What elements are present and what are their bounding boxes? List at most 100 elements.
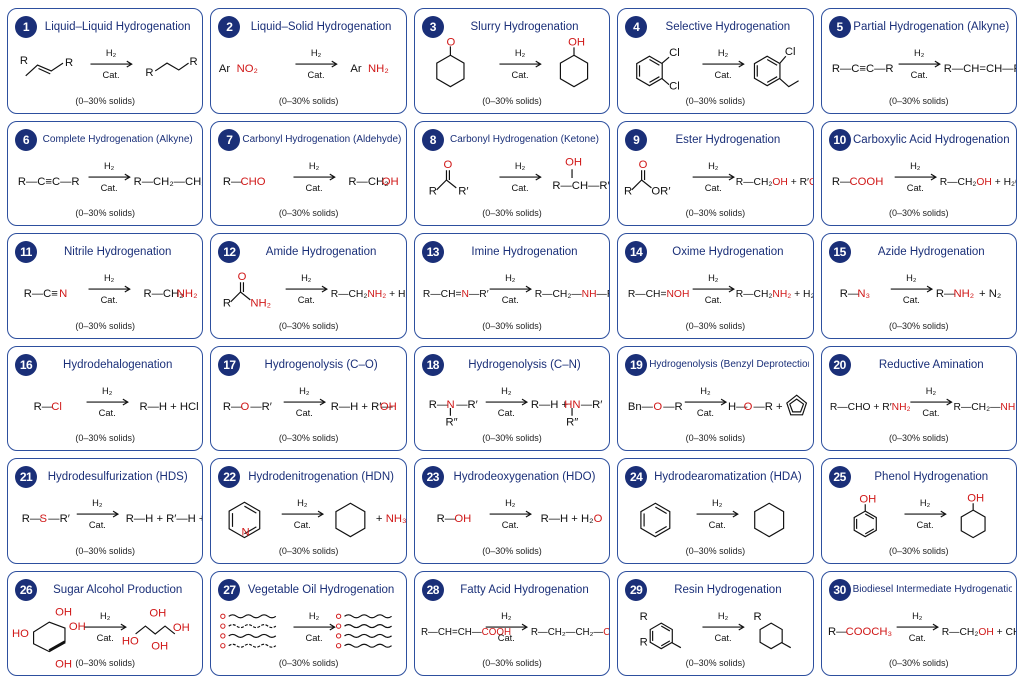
card-number-badge: 28 [421,578,444,601]
card-header: 8 Carbonyl Hydrogenation (Ketone) [421,128,605,152]
card-title: Hydrogenolysis (C–O) [264,358,378,371]
reactant-formula: R—CH=N—R′ [423,289,489,300]
reaction-svg: R—CHO + R′NH₂ H₂ Cat.R—CH₂—NHR′ [830,386,1016,418]
solids-note: (0–30% solids) [278,320,339,331]
product-formula: R—CH₂—CH₂—COOH [531,626,611,637]
arrow-head-icon [126,60,133,68]
card-title: Hydrodearomatization (HDA) [654,471,802,483]
card-number-badge: 26 [15,578,37,601]
catalyst-label: Cat. [103,70,120,80]
product-formula: R—CH₂OH + H₂O [939,176,1017,187]
catalyst-label: Cat. [97,632,114,642]
reagent-label: H₂ [311,48,322,58]
formula-text: Cl [669,81,680,93]
card-title: Carboxylic Acid Hydrogenation [852,133,1010,146]
reaction-svg: R—C≡C—RH₂ Cat.R—CH=CH—R [831,48,1016,80]
reagent-label: H₂ [501,611,512,621]
reaction-scheme: OH H₂ Cat.OH [826,492,1012,543]
reagent-label: H₂ [708,273,719,283]
reaction-card: 21 Hydrodesulfurization (HDS) R—S—R′H₂ C… [7,458,204,564]
reagent-label: H₂ [505,273,516,283]
dichlorobenzene-ring [636,55,663,87]
reagent-label: H₂ [102,386,113,396]
card-title: Reductive Amination [878,358,984,371]
card-number-badge: 25 [828,466,851,488]
formula-text: R—CH₂ [349,175,389,187]
reaction-svg: R—CH=NOH H₂ Cat.R—CH₂NH₂ + H₂O [628,273,813,305]
formula-text: R—CH₂ [143,288,183,300]
card-title: Nitrile Hydrogenation [64,246,172,258]
reagent-label: H₂ [515,48,526,58]
formula-text: N₃ [857,288,870,300]
solids-note: (0–30% solids) [685,95,746,106]
formula-text: Cl [785,46,796,58]
card-header: 30 Biodiesel Intermediate Hydrogenation [828,578,1012,602]
card-number-badge: 11 [15,241,37,263]
solids-note: (0–30% solids) [482,208,542,218]
reaction-svg: R—CH=N—R′ H₂ Cat.R—CH₂—NH—R′ [423,273,609,305]
carbonyl-o: O [446,36,455,48]
solids-note: (0–30% solids) [685,545,746,556]
catalyst-label: Cat. [910,70,927,80]
reagent-label: H₂ [299,386,310,396]
reagent-label: H₂ [718,611,729,621]
formula-text: OH [382,175,399,187]
formula-text: Bn— [628,400,654,412]
solids-note: (0–30% solids) [482,320,542,331]
catalyst-label: Cat. [89,520,106,530]
benzene-ring [640,502,671,538]
formula-text: H— [728,400,748,412]
arrow-head-icon [720,398,728,406]
formula-text: HO [12,627,29,639]
card-number-badge: 4 [625,16,648,38]
reaction-svg: Bn—O—RH₂ Cat.H—O—R + [628,386,808,417]
card-number-badge: 7 [218,128,241,151]
catalyst-label: Cat. [709,520,726,530]
formula-text: R—H + R′—H + H₂ [126,513,204,525]
card-header: 23 Hydrodeoxygenation (HDO) [421,465,605,489]
formula-text: R— [828,625,848,637]
arrow-head-icon [120,623,127,631]
formula-text: R [223,298,231,310]
cyclohexyl-ring [759,621,783,649]
solids-note: (0–30% solids) [889,545,949,556]
card-number-badge: 1 [15,16,37,38]
arrow-head-icon [318,510,325,518]
reaction-scheme: R—CH=N—R′ H₂ Cat.R—CH₂—NH—R′ [419,268,609,318]
solids-note: (0–30% solids) [75,95,135,106]
reactant-formula: R—CH=CH—COOH [421,626,511,637]
reagent-label: H₂ [100,611,111,621]
card-title: Selective Hydrogenation [665,21,791,33]
reaction-card: 5 Partial Hydrogenation (Alkyne) R—C≡C—R… [820,8,1017,114]
reaction-scheme: R—N—R′R″ H₂ Cat.R—H + HN—R′R″ [419,381,605,431]
pyridine-ring [228,501,261,539]
card-title: Imine Hydrogenation [471,246,578,258]
formula-text: —R [663,400,682,412]
hydroxyl-group: OH [568,36,585,48]
catalyst-label: Cat. [902,295,919,305]
reagent-label: H₂ [505,498,516,508]
reagent-label: H₂ [906,273,917,283]
formula-text: R—C≡ [24,288,59,300]
card-header: 29 Resin Hydrogenation [625,578,808,602]
formula-text: OH [55,658,72,670]
arrow-head-icon [521,398,528,406]
card-number-badge: 14 [625,241,648,263]
card-number-badge: 19 [625,353,648,376]
reaction-svg: H₂ Cat. [220,611,393,648]
card-number-badge: 6 [15,128,37,151]
cyclohexanol-ring [559,54,588,88]
formula-text: CHO [241,175,266,187]
card-title: Carbonyl Hydrogenation (Aldehyde) [242,134,402,145]
